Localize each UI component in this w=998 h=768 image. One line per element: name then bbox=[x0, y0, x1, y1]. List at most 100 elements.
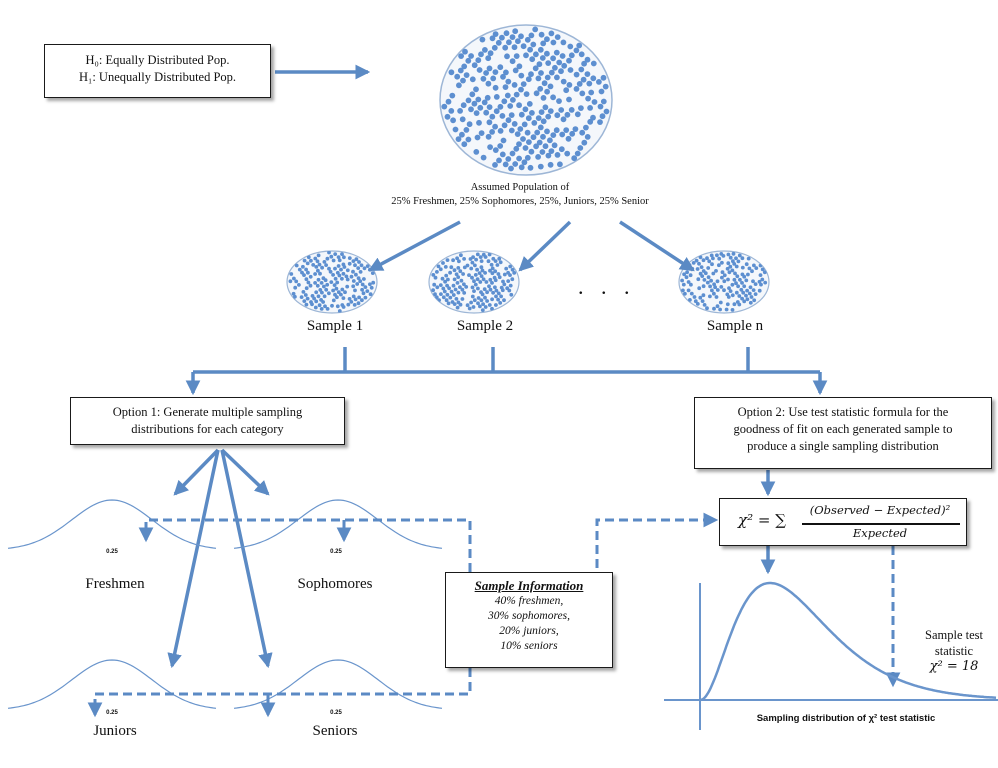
population-dot bbox=[475, 267, 479, 272]
population-dot bbox=[522, 106, 529, 113]
population-dot bbox=[599, 113, 606, 120]
population-dot bbox=[486, 104, 493, 110]
population-dot bbox=[460, 102, 467, 109]
population-dot bbox=[342, 255, 346, 260]
seniors-tick: 0.25 bbox=[330, 710, 342, 716]
population-dot bbox=[470, 275, 474, 280]
population-dot bbox=[473, 282, 478, 287]
population-dot bbox=[534, 129, 541, 136]
population-dot bbox=[569, 130, 576, 137]
population-dot bbox=[528, 148, 535, 155]
population-dot bbox=[579, 129, 586, 136]
population-dot bbox=[590, 114, 596, 121]
population-dot bbox=[452, 302, 457, 306]
population-dot bbox=[502, 161, 509, 168]
population-dot bbox=[324, 263, 328, 267]
population-dot bbox=[459, 131, 465, 138]
population-dot bbox=[499, 294, 503, 299]
chi-square-caption: Sampling distribution of χ² test statist… bbox=[756, 713, 936, 724]
population-dot bbox=[544, 50, 550, 57]
population-dot bbox=[463, 126, 470, 133]
population-dot bbox=[494, 303, 498, 307]
population-dot bbox=[328, 269, 333, 274]
population-dot bbox=[304, 277, 309, 282]
population-dot bbox=[459, 253, 463, 258]
population-dot bbox=[448, 69, 455, 76]
population-dot bbox=[359, 263, 364, 268]
population-dot bbox=[358, 270, 363, 274]
population-dot bbox=[351, 284, 356, 289]
population-dot bbox=[445, 98, 452, 105]
freshmen-label: Freshmen bbox=[85, 576, 145, 592]
population-dot bbox=[547, 161, 554, 168]
population-dot bbox=[487, 252, 492, 257]
population-dot bbox=[702, 303, 707, 307]
population-dot bbox=[522, 145, 529, 151]
population-dot bbox=[518, 86, 524, 93]
population-dot bbox=[319, 281, 324, 285]
population-dot bbox=[505, 156, 512, 162]
population-dot bbox=[327, 291, 331, 296]
sample-info-juniors: 20% juniors, bbox=[499, 625, 559, 637]
population-dot bbox=[517, 126, 524, 132]
population-dot bbox=[688, 273, 693, 278]
population-dot bbox=[438, 267, 443, 272]
population-dot bbox=[715, 253, 719, 258]
population-dot bbox=[488, 268, 492, 273]
population-dot bbox=[449, 92, 456, 99]
population-dot bbox=[516, 141, 522, 148]
population-dot bbox=[487, 144, 493, 151]
population-dot bbox=[581, 139, 588, 146]
population-dot bbox=[456, 266, 461, 270]
population-dot bbox=[542, 143, 549, 150]
population-dot bbox=[511, 121, 518, 127]
population-dot bbox=[525, 115, 532, 122]
population-dot bbox=[431, 288, 435, 293]
population-dot bbox=[472, 298, 477, 303]
population-dot bbox=[454, 73, 461, 80]
population-dot bbox=[465, 263, 470, 268]
population-dot bbox=[491, 44, 498, 51]
population-dot bbox=[315, 259, 320, 264]
population-dot bbox=[453, 287, 458, 292]
population-dot bbox=[466, 121, 473, 128]
population-dot bbox=[586, 80, 593, 87]
population-dot bbox=[446, 301, 451, 306]
population-dot bbox=[583, 124, 589, 131]
curve-freshmen bbox=[7, 499, 217, 549]
population-dot bbox=[345, 277, 350, 282]
population-dot bbox=[327, 251, 331, 255]
population-dot bbox=[484, 280, 489, 284]
population-dot bbox=[760, 267, 765, 272]
population-dot bbox=[504, 266, 509, 271]
population-dot bbox=[518, 164, 525, 171]
population-dot bbox=[560, 78, 567, 85]
option2-line3: produce a single sampling distribution bbox=[747, 439, 939, 453]
population-dot bbox=[490, 281, 494, 285]
population-dot bbox=[365, 289, 370, 293]
curve-seniors bbox=[233, 659, 443, 709]
population-dot bbox=[451, 258, 455, 263]
population-dot bbox=[479, 265, 484, 270]
population-dot bbox=[496, 157, 502, 164]
population-dot bbox=[493, 285, 497, 290]
population-dot bbox=[531, 120, 538, 126]
population-dot bbox=[347, 256, 352, 260]
population-dot bbox=[726, 252, 731, 257]
population-dot bbox=[737, 302, 742, 307]
population-dot bbox=[492, 69, 499, 75]
population-dot bbox=[456, 82, 462, 89]
population-dot bbox=[742, 284, 747, 289]
formula-denominator: Expected bbox=[852, 526, 908, 540]
population-dot bbox=[750, 269, 754, 274]
sample-info-sophomores: 30% sophomores, bbox=[488, 610, 570, 622]
population-dot bbox=[480, 154, 487, 161]
population-dot bbox=[294, 263, 299, 268]
population-dot bbox=[473, 273, 478, 277]
population-dot bbox=[742, 274, 747, 279]
population-dot bbox=[512, 271, 517, 275]
population-dot bbox=[540, 95, 547, 101]
population-dot bbox=[714, 295, 719, 299]
population-dot bbox=[495, 263, 500, 267]
population-dot bbox=[513, 145, 520, 152]
